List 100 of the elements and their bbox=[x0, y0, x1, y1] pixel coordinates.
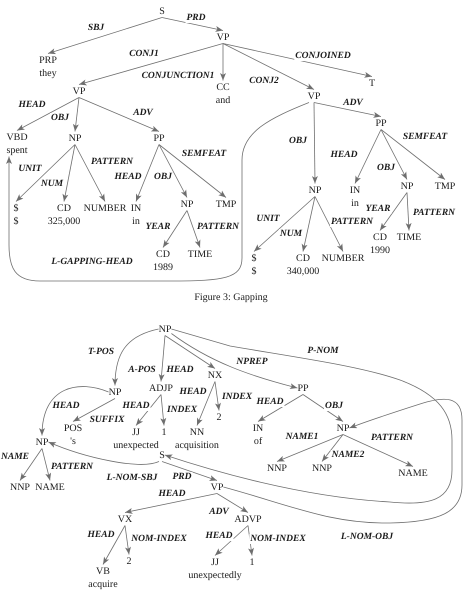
arrow bbox=[74, 144, 106, 202]
arrow bbox=[162, 210, 188, 248]
edge-label: T-POS bbox=[86, 347, 116, 357]
edge-label: SEMFEAT bbox=[402, 132, 448, 142]
arrow bbox=[20, 448, 42, 481]
tree-node-label: VP bbox=[308, 90, 320, 102]
tree-node-label: $ $ bbox=[252, 252, 256, 278]
edge-label: HEAD bbox=[204, 531, 234, 541]
arrow bbox=[48, 442, 160, 465]
edge-label: PATTERN bbox=[330, 217, 374, 227]
edge-label: INDEX bbox=[220, 392, 254, 402]
arrow bbox=[314, 102, 382, 118]
tree-node-label: NX bbox=[208, 368, 222, 382]
tree-node-label: NNP bbox=[267, 462, 287, 474]
edge-label: HEAD bbox=[52, 401, 80, 411]
arrow bbox=[186, 210, 200, 248]
edge-label: L-NOM-SBJ bbox=[106, 473, 158, 483]
edge-label: OBJ bbox=[50, 113, 70, 123]
arrow bbox=[124, 525, 131, 555]
arrow bbox=[40, 386, 109, 436]
tree-node-label: PP bbox=[153, 132, 165, 144]
tree-node-label: CD 1989 bbox=[153, 248, 173, 274]
edge-label: ADV bbox=[342, 98, 364, 108]
arrow bbox=[6, 102, 310, 282]
tree-node-label: JJ unexpected bbox=[113, 426, 159, 452]
edge-label: L-NOM-OBJ bbox=[340, 532, 394, 542]
tree-node-label: NUMBER bbox=[84, 202, 126, 214]
tree-node-label: CD 1990 bbox=[370, 230, 390, 256]
edge-label: UNIT bbox=[255, 214, 281, 224]
arrow bbox=[124, 493, 218, 514]
edge-label: CONJ2 bbox=[248, 76, 280, 86]
arrow bbox=[312, 102, 318, 184]
tree-node-label: T bbox=[368, 76, 376, 90]
arrow bbox=[136, 144, 160, 202]
arrow bbox=[223, 398, 462, 524]
tree-node-label: NNP bbox=[10, 480, 30, 494]
tree-node-label: NP bbox=[68, 132, 82, 144]
edge-label: SEMFEAT bbox=[180, 149, 228, 159]
arrow bbox=[302, 394, 344, 422]
tree-node-label: VP bbox=[210, 480, 224, 494]
arrow bbox=[196, 381, 216, 426]
tree-node-label: IN in bbox=[130, 202, 142, 228]
tree-node-label: VP bbox=[216, 30, 230, 44]
arrow bbox=[342, 434, 414, 467]
tree-node-label: PRP they bbox=[39, 54, 57, 80]
arrow bbox=[164, 328, 452, 504]
arrow bbox=[160, 394, 166, 426]
arrow bbox=[406, 192, 412, 231]
tree-node-label: IN in bbox=[350, 184, 360, 210]
edge-label: PRD bbox=[172, 472, 192, 482]
tree-node-label: PP bbox=[375, 116, 387, 130]
arrow bbox=[78, 97, 160, 132]
tree-node-label: NP bbox=[308, 184, 322, 196]
edge-label: PATTERN bbox=[90, 157, 134, 167]
tree-node-label: 2 bbox=[216, 410, 222, 424]
tree-node-label: NP bbox=[400, 180, 414, 192]
edge-label: SBJ bbox=[86, 23, 106, 33]
edge-label: SUFFIX bbox=[88, 415, 126, 425]
tree-node-label: NP bbox=[336, 422, 350, 434]
arrow bbox=[171, 333, 298, 389]
edge-label: PATTERN bbox=[50, 462, 94, 472]
tree-node-label: NP bbox=[180, 198, 194, 210]
tree-node-label: NUMBER bbox=[322, 252, 364, 264]
edge-label: NUM bbox=[40, 179, 64, 189]
edge-label: PATTERN bbox=[412, 208, 456, 218]
tree-node-label: TMP bbox=[434, 180, 456, 192]
tree-node-label: 1 bbox=[162, 426, 166, 438]
tree-node-label: 1 bbox=[250, 556, 254, 568]
tree-node-label: IN of bbox=[252, 422, 264, 448]
edge-label: NOM-INDEX bbox=[249, 534, 307, 544]
tree-node-label: NP bbox=[158, 322, 172, 336]
tree-node-label: NAME bbox=[35, 480, 65, 494]
arrow bbox=[302, 196, 316, 252]
tree-node-label: PP bbox=[297, 382, 309, 394]
tree-node-label: VX bbox=[118, 512, 132, 526]
arrow bbox=[158, 144, 226, 198]
tree-node-label: NP bbox=[36, 436, 48, 448]
arrow bbox=[258, 394, 304, 422]
edge-label: OBJ bbox=[376, 163, 396, 173]
arrow bbox=[102, 525, 126, 565]
edge-label: P-NOM bbox=[306, 346, 340, 356]
tree-node-label: TIME bbox=[396, 230, 422, 244]
edge-label: PATTERN bbox=[370, 433, 414, 443]
arrow bbox=[136, 394, 162, 426]
arrow bbox=[42, 448, 52, 481]
tree-node-label: VBD spent bbox=[6, 130, 28, 156]
edge-label: NPREP bbox=[235, 357, 269, 367]
tree-node-label: NNP bbox=[312, 462, 332, 474]
tree-node-label: 2 bbox=[126, 554, 132, 568]
edge-label: ADV bbox=[208, 507, 230, 517]
tree-node-label: CD 325,000 bbox=[48, 202, 80, 228]
arrow bbox=[354, 129, 382, 184]
arrow bbox=[314, 196, 344, 252]
edge-label: HEAD bbox=[114, 172, 142, 182]
edge-label: NOM-INDEX bbox=[130, 534, 188, 544]
edge-label: YEAR bbox=[144, 222, 172, 232]
arrow bbox=[254, 196, 316, 252]
figure-caption: Figure 3: Gapping bbox=[194, 292, 268, 304]
edge-label: ADV bbox=[132, 108, 154, 118]
arrow bbox=[322, 434, 344, 462]
